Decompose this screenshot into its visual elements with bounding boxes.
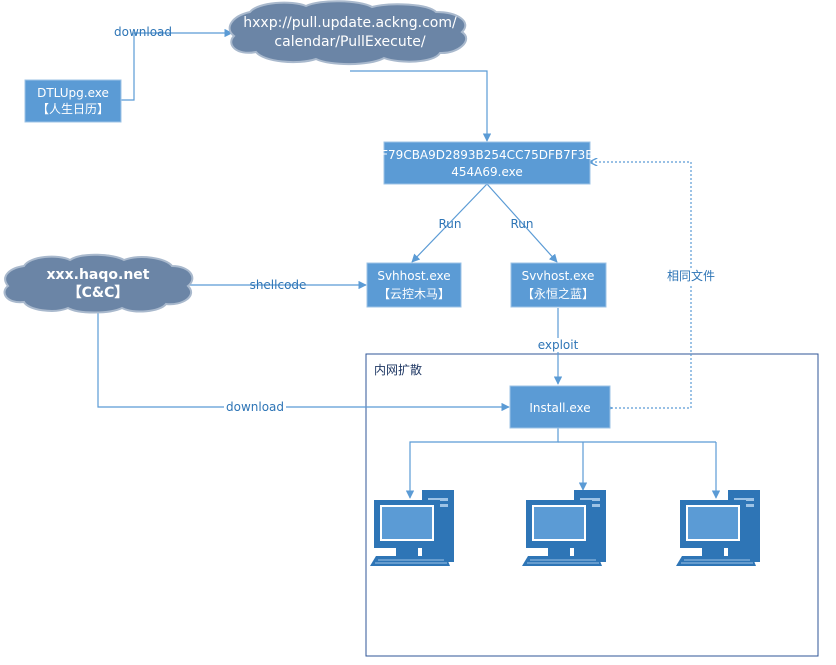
svg-text:454A69.exe: 454A69.exe (451, 165, 522, 179)
svg-text:【C&C】: 【C&C】 (68, 285, 129, 301)
node-install: Install.exe (509, 385, 611, 429)
edge-label-shellcode: shellcode (250, 278, 307, 292)
edge-label-run-left: Run (438, 217, 461, 231)
edge-run-left (411, 183, 488, 263)
edge-same-file (590, 162, 692, 408)
edge-run-right (486, 183, 558, 263)
svg-text:【永恒之蓝】: 【永恒之蓝】 (522, 287, 594, 301)
group-label: 内网扩散 (374, 362, 422, 377)
edge-download-bottom (97, 306, 510, 412)
node-cnc-cloud: xxx.haqo.net 【C&C】 (3, 253, 194, 314)
svg-text:【人生日历】: 【人生日历】 (37, 102, 109, 116)
svg-text:DTLUpg.exe: DTLUpg.exe (37, 86, 109, 100)
svg-text:Svvhost.exe: Svvhost.exe (522, 269, 595, 283)
svg-text:calendar/PullExecute/: calendar/PullExecute/ (274, 34, 425, 50)
edge-label-exploit: exploit (538, 338, 579, 352)
node-svhost: Svhhost.exe 【云控木马】 (366, 262, 462, 308)
edge-label-download-bottom: download (226, 400, 284, 414)
computer-icon (521, 489, 607, 567)
node-update-url-cloud: hxxp://pull.update.ackng.com/ calendar/P… (228, 0, 468, 66)
svg-text:xxx.haqo.net: xxx.haqo.net (47, 267, 150, 283)
computer-icon (369, 489, 455, 567)
svg-text:Install.exe: Install.exe (529, 401, 590, 415)
edge-label-download-top: download (114, 25, 172, 39)
svg-text:Svhhost.exe: Svhhost.exe (377, 269, 450, 283)
edge-install-to-pcs (405, 428, 559, 499)
node-main-exe: F79CBA9D2893B254CC75DFB7F3E 454A69.exe (381, 141, 593, 185)
svg-text:【云控木马】: 【云控木马】 (378, 287, 450, 301)
svg-text:hxxp://pull.update.ackng.com/: hxxp://pull.update.ackng.com/ (243, 15, 457, 31)
node-dtlupg: DTLUpg.exe 【人生日历】 (24, 79, 122, 123)
edge-label-same-file: 相同文件 (667, 268, 715, 283)
edge-label-run-right: Run (510, 217, 533, 231)
node-svvhost: Svvhost.exe 【永恒之蓝】 (510, 262, 607, 308)
edge-url-to-main (350, 70, 492, 142)
edge-download-top (121, 28, 233, 101)
computer-icon (675, 489, 761, 567)
svg-text:F79CBA9D2893B254CC75DFB7F3E: F79CBA9D2893B254CC75DFB7F3E (381, 148, 593, 162)
